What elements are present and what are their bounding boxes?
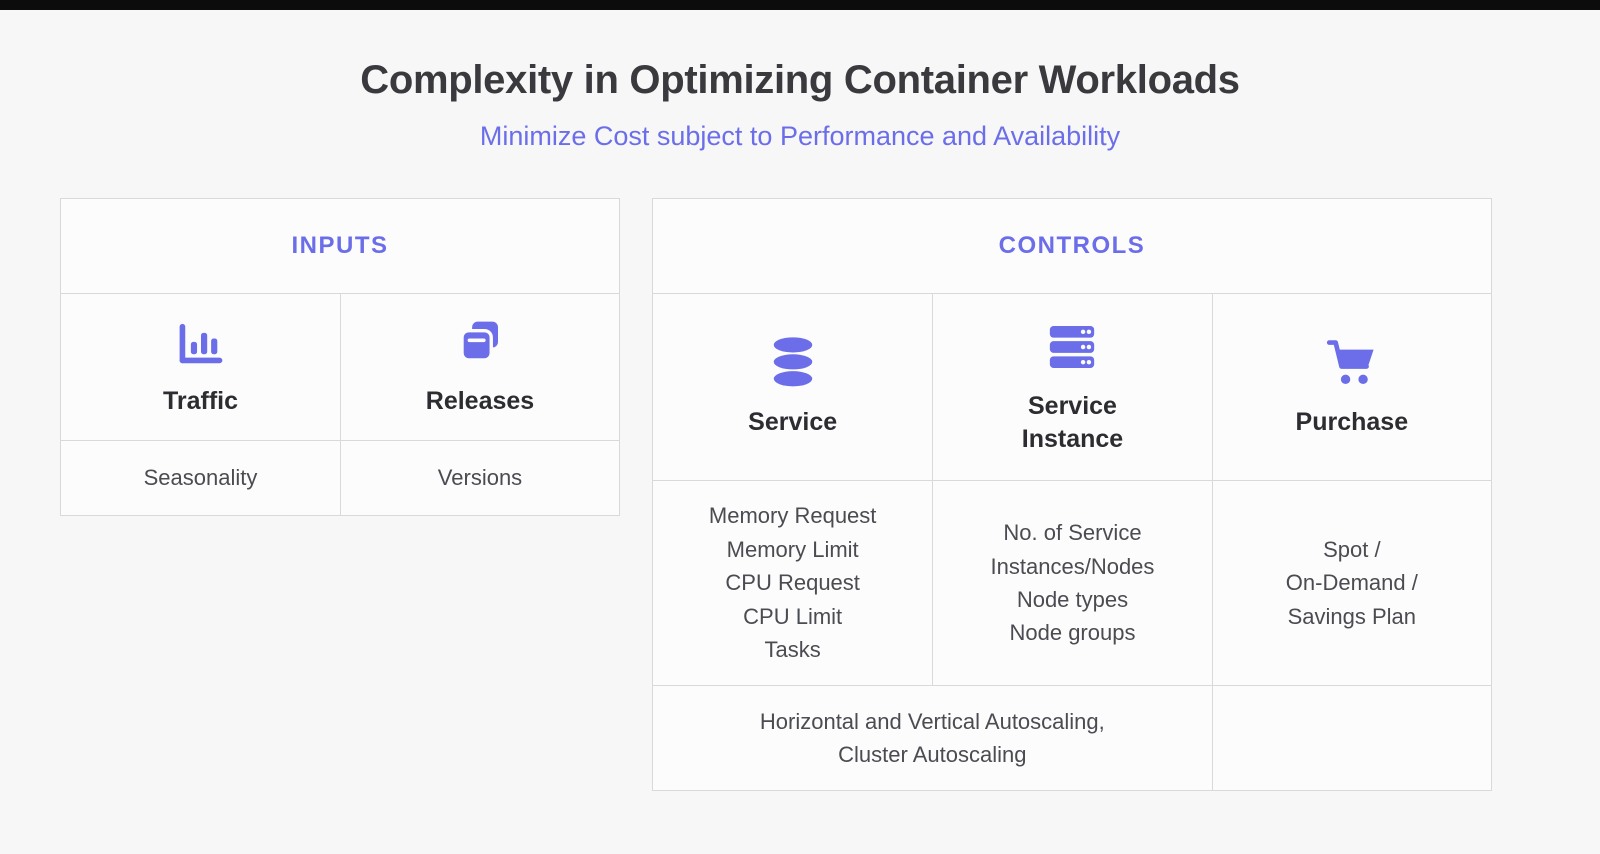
detail-text: Versions (437, 465, 523, 491)
bar-chart-icon (179, 324, 222, 364)
inputs-table: INPUTS Traffic Releases Seasonality Vers… (60, 198, 620, 516)
controls-footer-empty (1211, 685, 1491, 790)
footer-text: Horizontal and Vertical Autoscaling, Clu… (759, 708, 1105, 767)
database-icon (773, 337, 812, 387)
column-label-service-instance: Service Instance (1021, 392, 1124, 453)
server-stack-icon (1050, 326, 1095, 368)
inputs-header: INPUTS (291, 232, 389, 259)
inputs-column-releases: Releases (340, 293, 619, 440)
controls-column-service-instance: Service Instance (932, 293, 1212, 480)
controls-detail-service: Memory Request Memory Limit CPU Request … (653, 480, 933, 685)
column-label-service: Service (748, 408, 838, 437)
copy-pages-icon (460, 321, 498, 362)
controls-table: CONTROLS Service Service Instance Purcha… (652, 198, 1492, 791)
detail-text: Spot / On-Demand / Savings Plan (1285, 536, 1418, 629)
controls-column-purchase: Purchase (1211, 293, 1491, 480)
page-subtitle: Minimize Cost subject to Performance and… (479, 121, 1121, 151)
controls-detail-purchase: Spot / On-Demand / Savings Plan (1211, 480, 1491, 685)
page-header: Complexity in Optimizing Container Workl… (0, 58, 1600, 152)
inputs-detail-versions: Versions (340, 440, 619, 515)
column-label-traffic: Traffic (162, 387, 239, 416)
detail-text: Seasonality (143, 465, 258, 491)
top-bar (0, 0, 1600, 10)
inputs-column-traffic: Traffic (61, 293, 340, 440)
shopping-cart-icon (1326, 340, 1374, 385)
detail-text: Memory Request Memory Limit CPU Request … (708, 503, 877, 663)
column-label-releases: Releases (425, 387, 535, 416)
inputs-detail-seasonality: Seasonality (61, 440, 340, 515)
controls-detail-service-instance: No. of Service Instances/Nodes Node type… (932, 480, 1212, 685)
controls-header: CONTROLS (998, 232, 1146, 259)
detail-text: No. of Service Instances/Nodes Node type… (990, 520, 1155, 646)
controls-column-service: Service (653, 293, 933, 480)
page-title: Complexity in Optimizing Container Workl… (360, 58, 1240, 102)
column-label-purchase: Purchase (1295, 408, 1409, 437)
controls-footer-autoscaling: Horizontal and Vertical Autoscaling, Clu… (653, 685, 1212, 790)
